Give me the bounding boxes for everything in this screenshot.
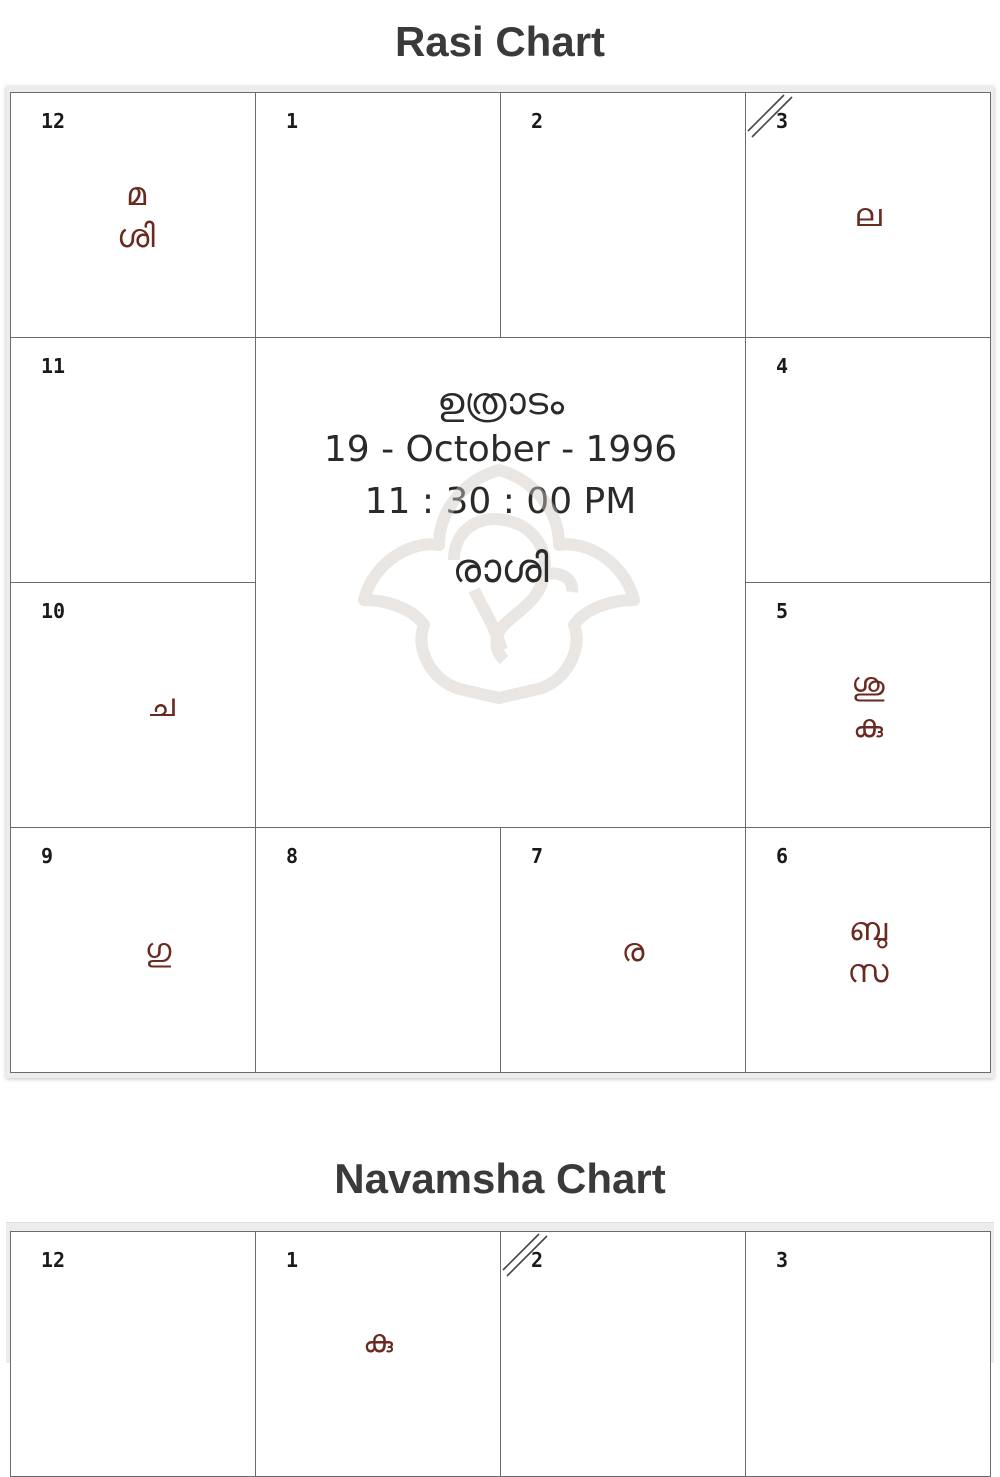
planet-sun: സ — [847, 952, 889, 990]
center-info: ഉത്രാടം 19 - October - 1996 11 : 30 : 00… — [256, 378, 745, 604]
rasi-house-9[interactable]: 9 ഗു — [10, 827, 256, 1073]
house-number: 1 — [286, 109, 299, 133]
rasi-house-8[interactable]: 8 — [255, 827, 501, 1073]
birth-time: 11 : 30 : 00 PM — [364, 481, 637, 522]
rasi-house-1[interactable]: 1 — [255, 92, 501, 338]
house-number: 7 — [531, 844, 544, 868]
house-number: 6 — [776, 844, 789, 868]
house-number: 12 — [41, 109, 66, 133]
rasi-chart: 12 മ ശി 1 2 3 ല 11 4 10 ച 5 ശു — [6, 86, 994, 1078]
rasi-house-2[interactable]: 2 — [500, 92, 746, 338]
navamsha-chart-title: Navamsha Chart — [334, 1155, 666, 1202]
planet-mars: മ — [125, 175, 147, 213]
double-slash-icon — [747, 94, 793, 138]
navamsha-house-12[interactable]: 12 — [10, 1231, 256, 1477]
rasi-house-4[interactable]: 4 — [745, 337, 991, 583]
rasi-house-6[interactable]: 6 ബു സ — [745, 827, 991, 1073]
planet-list: ബു സ — [746, 828, 990, 1072]
planet-saturn: ശി — [117, 217, 155, 255]
planet-moon: ച — [147, 686, 175, 724]
rasi-house-12[interactable]: 12 മ ശി — [10, 92, 256, 338]
planet-list: കു — [256, 1232, 500, 1476]
birth-date: 19 - October - 1996 — [323, 429, 678, 470]
house-number: 1 — [286, 1248, 299, 1272]
rasi-house-3[interactable]: 3 ല — [745, 92, 991, 338]
double-slash-icon — [502, 1233, 548, 1277]
house-number: 12 — [41, 1248, 66, 1272]
house-number: 3 — [776, 109, 789, 133]
planet-venus: ശു — [851, 665, 885, 703]
planet-list: ച — [11, 583, 255, 827]
house-number: 11 — [41, 354, 66, 378]
rasi-house-7[interactable]: 7 ര — [500, 827, 746, 1073]
rasi-center-panel: ഉത്രാടം 19 - October - 1996 11 : 30 : 00… — [255, 337, 746, 828]
navamsha-chart: 12 1 കു 2 3 — [6, 1222, 994, 1477]
planet-lagna: ല — [854, 196, 882, 234]
house-number: 3 — [776, 1248, 789, 1272]
planet-rahu: ര — [621, 931, 645, 969]
navamsha-house-3[interactable]: 3 — [745, 1231, 991, 1477]
planet-list: ശു കു — [746, 583, 990, 827]
rasi-chart-title: Rasi Chart — [394, 18, 606, 65]
planet-list: ര — [501, 828, 745, 1072]
planet-list: മ ശി — [11, 93, 255, 337]
chart-label: രാശി — [452, 546, 549, 592]
rasi-house-11[interactable]: 11 — [10, 337, 256, 583]
house-number: 2 — [531, 109, 544, 133]
rasi-house-5[interactable]: 5 ശു കു — [745, 582, 991, 828]
house-number: 10 — [41, 599, 66, 623]
navamsha-house-1[interactable]: 1 കു — [255, 1231, 501, 1477]
house-number: 9 — [41, 844, 54, 868]
house-number: 5 — [776, 599, 789, 623]
rasi-house-10[interactable]: 10 ച — [10, 582, 256, 828]
house-number: 4 — [776, 354, 789, 378]
house-number: 2 — [531, 1248, 544, 1272]
planet-list: ഗു — [11, 828, 255, 1072]
navamsha-house-2[interactable]: 2 — [500, 1231, 746, 1477]
planet-ketu: കു — [362, 1322, 394, 1360]
house-number: 8 — [286, 844, 299, 868]
planet-ketu: കു — [852, 707, 884, 745]
planet-jupiter: ഗു — [144, 931, 172, 969]
planet-mercury: ബു — [848, 910, 888, 948]
planet-list: ല — [746, 93, 990, 337]
birth-star: ഉത്രാടം — [436, 379, 565, 423]
ganesha-lotus-icon — [358, 464, 640, 704]
